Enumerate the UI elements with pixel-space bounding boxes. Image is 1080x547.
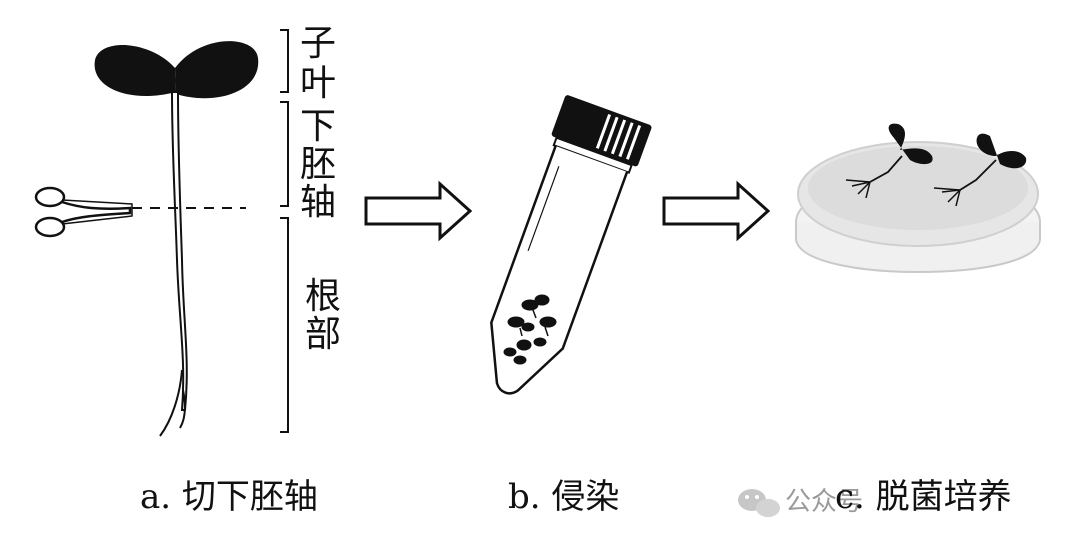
explants-in-tube <box>503 294 557 365</box>
arrow-right-icon-2 <box>662 180 771 242</box>
arrow-right-icon-1 <box>364 180 473 242</box>
bracket-hypocotyl <box>280 101 289 207</box>
label-hypocotyl-char-3: 轴 <box>300 182 336 223</box>
explant-on-plate-1 <box>845 123 933 199</box>
root-tip <box>159 369 186 437</box>
cotyledon-left <box>94 45 176 97</box>
caption-step-a: a. 切下胚轴 <box>140 477 318 517</box>
bracket-cotyledon <box>280 29 289 93</box>
label-hypocotyl-char-2: 胚 <box>300 144 336 185</box>
wechat-icon <box>738 489 780 517</box>
centrifuge-tube <box>490 95 652 395</box>
label-hypocotyl-char-1: 下 <box>300 106 336 147</box>
explant-on-plate-2 <box>933 133 1027 207</box>
caption-step-b: b. 侵染 <box>508 477 619 517</box>
label-cotyledon-char-1: 子 <box>300 23 336 64</box>
petri-dish <box>795 141 1041 274</box>
watermark-text: 公众号 <box>785 487 863 517</box>
scissors-icon <box>34 186 133 238</box>
cotyledon-right <box>175 41 259 99</box>
label-root-char-1: 根 <box>305 276 341 317</box>
label-cotyledon-char-2: 叶 <box>300 63 336 104</box>
label-root-char-2: 部 <box>305 314 341 355</box>
bracket-root <box>280 217 289 433</box>
hypocotyl-stem <box>170 91 188 411</box>
seedling <box>94 41 259 437</box>
caption-step-c: c. 脱菌培养 <box>835 477 1012 517</box>
